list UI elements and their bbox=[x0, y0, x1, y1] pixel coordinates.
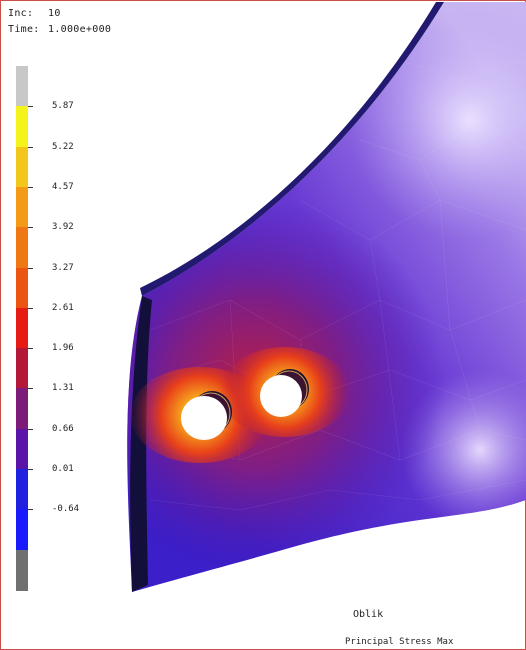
legend-swatch bbox=[16, 267, 28, 309]
legend-tick-label: 0.01 bbox=[52, 464, 74, 475]
color-legend: 5.87 5.22 4.57 3.92 3.27 2.61 1.96 1.31 0.66 0.01… bbox=[16, 66, 79, 591]
legend-tick bbox=[28, 428, 33, 430]
time-value: 1.000e+000 bbox=[48, 24, 112, 35]
legend-tick bbox=[28, 106, 33, 108]
increment-value: 10 bbox=[48, 8, 61, 19]
time-readout: Time: 1.000e+000 bbox=[8, 24, 111, 35]
legend-swatch bbox=[16, 509, 28, 551]
legend-tick-label: 3.27 bbox=[52, 262, 74, 273]
legend-swatch bbox=[16, 146, 28, 188]
legend-swatch bbox=[16, 227, 28, 269]
increment-readout: Inc: 10 bbox=[8, 8, 61, 19]
legend-tick bbox=[28, 267, 33, 269]
legend-tick bbox=[28, 388, 33, 390]
view-name: Oblik bbox=[353, 609, 384, 620]
legend-tick bbox=[28, 186, 33, 188]
legend-tick-label: -0.64 bbox=[52, 504, 80, 515]
legend-tick bbox=[28, 469, 33, 471]
legend-tick-label: 1.31 bbox=[52, 383, 74, 394]
legend-swatch bbox=[16, 186, 28, 228]
legend-swatch bbox=[16, 469, 28, 511]
legend-swatch bbox=[16, 428, 28, 470]
legend-tick-label: 4.57 bbox=[52, 181, 74, 192]
legend-swatch bbox=[16, 388, 28, 430]
result-type-label: Principal Stress Max bbox=[345, 637, 454, 647]
legend-swatch bbox=[16, 106, 28, 148]
legend-tick-label: 3.92 bbox=[52, 222, 74, 233]
legend-tick-label: 5.87 bbox=[52, 101, 74, 112]
legend-tick-label: 1.96 bbox=[52, 343, 74, 354]
legend-tick bbox=[28, 509, 33, 511]
legend-swatch bbox=[16, 348, 28, 390]
legend-swatch bbox=[16, 66, 28, 107]
legend-tick bbox=[28, 227, 33, 229]
legend-tick bbox=[28, 307, 33, 309]
increment-label: Inc: bbox=[8, 8, 34, 19]
bolt-hole-right bbox=[260, 369, 309, 417]
legend-swatch bbox=[16, 307, 28, 349]
legend-tick-label: 5.22 bbox=[52, 141, 74, 152]
legend-tick bbox=[28, 348, 33, 350]
time-label: Time: bbox=[8, 24, 40, 35]
bolt-hole-left bbox=[181, 391, 232, 440]
legend-tick-label: 0.66 bbox=[52, 423, 74, 434]
legend-tick-label: 2.61 bbox=[52, 302, 74, 313]
legend-tick bbox=[28, 146, 33, 148]
legend-swatch bbox=[16, 549, 28, 591]
